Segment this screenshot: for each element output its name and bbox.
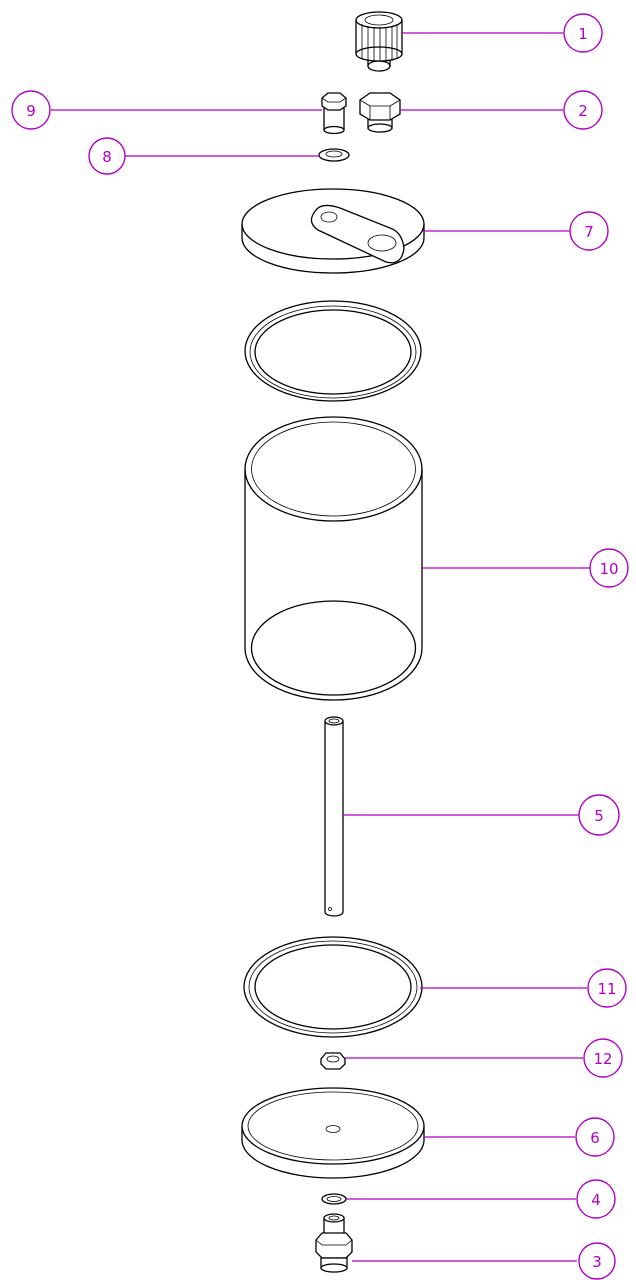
callout-3-label: 3 [592,1253,602,1271]
callout-11-label: 11 [597,980,616,998]
callout-10: 10 [589,548,629,588]
callout-2: 2 [563,90,603,130]
callout-7: 7 [569,211,609,251]
callout-6-label: 6 [590,1129,600,1147]
callout-5: 5 [578,794,620,836]
callout-9: 9 [11,90,51,130]
leader-lines [51,32,590,1262]
callout-8-label: 8 [102,148,112,166]
part-bottom-base [241,1087,425,1179]
callout-9-label: 9 [26,102,36,120]
part-knob-cap [355,11,403,72]
callout-3: 3 [578,1242,616,1280]
part-small-washer [318,148,350,162]
part-bottom-fitting [315,1213,353,1273]
callout-12: 12 [583,1038,623,1078]
callout-7-label: 7 [584,223,594,241]
part-hex-nut [320,1052,346,1070]
callout-10-label: 10 [599,560,618,578]
callout-4-label: 4 [591,1191,601,1209]
part-upper-gasket-ring [244,300,422,402]
part-o-ring [321,1193,347,1205]
callout-5-label: 5 [594,807,604,825]
callout-4: 4 [576,1179,616,1219]
callout-12-label: 12 [593,1050,612,1068]
part-top-cover [241,188,425,274]
callout-11: 11 [587,968,627,1008]
callout-2-label: 2 [578,102,588,120]
callout-1-label: 1 [578,25,588,43]
callout-8: 8 [88,137,126,175]
part-lower-gasket-ring [243,936,423,1038]
part-cylinder-bowl [244,416,423,701]
part-small-hex-fitting [321,92,347,135]
callout-1: 1 [563,13,603,53]
part-tube [324,716,344,917]
callout-6: 6 [575,1117,615,1157]
part-hex-plug [359,92,401,133]
